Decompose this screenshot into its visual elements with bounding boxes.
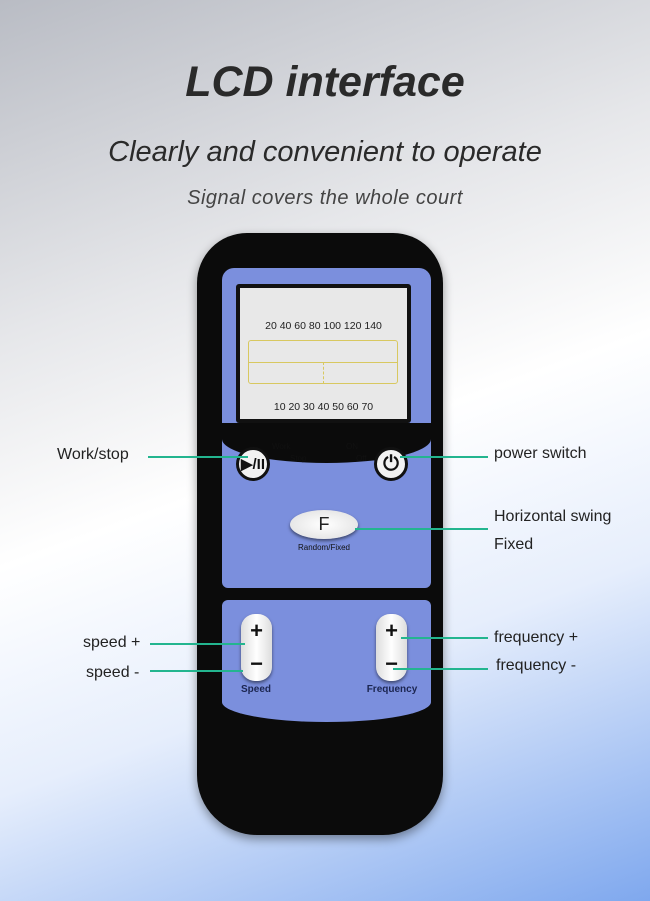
lcd-bottom-scale: 10 20 30 40 50 60 70 (273, 401, 374, 413)
speed-rocker[interactable]: + − (241, 614, 272, 681)
power-icon: ⏻ (383, 452, 399, 475)
callout-line (355, 528, 488, 530)
callout-line (400, 456, 488, 458)
play-pause-icon: ▶/II (240, 456, 266, 473)
tagline: Signal covers the whole court (187, 187, 463, 209)
off-label: Off (356, 454, 367, 463)
callout-line (150, 643, 245, 645)
callout-line (401, 637, 488, 639)
page-title: LCD interface (185, 58, 465, 106)
callout-line (148, 456, 248, 458)
on-label: ON (346, 442, 358, 451)
stop-label: Stop (290, 454, 307, 463)
callout-fixed: Fixed (494, 536, 534, 553)
speed-minus-button[interactable]: − (250, 651, 263, 677)
callout-power-switch: power switch (494, 445, 587, 462)
speed-caption: Speed (240, 684, 271, 695)
frequency-minus-button[interactable]: − (385, 651, 398, 677)
callout-speed-minus: speed - (86, 664, 140, 681)
work-label: Work (272, 442, 291, 451)
callout-line (393, 668, 488, 670)
random-fixed-button[interactable]: F (290, 510, 358, 539)
lcd-top-scale: 20 40 60 80 100 120 140 (265, 320, 382, 332)
callout-frequency-minus: frequency - (496, 657, 577, 674)
callout-frequency-plus: frequency + (494, 629, 579, 646)
speed-plus-button[interactable]: + (250, 617, 263, 643)
subtitle: Clearly and convenient to operate (108, 136, 542, 168)
lcd-screen: 20 40 60 80 100 120 140 10 20 30 40 50 6… (236, 284, 411, 423)
frequency-caption: Frequency (366, 684, 418, 695)
callout-speed-plus: speed + (83, 634, 141, 651)
callout-line (150, 670, 243, 672)
work-stop-button[interactable]: ▶/II (236, 447, 270, 481)
random-fixed-caption: Random/Fixed (297, 543, 351, 552)
frequency-plus-button[interactable]: + (385, 617, 398, 643)
lcd-display-box (248, 340, 398, 384)
power-button[interactable]: ⏻ (374, 447, 408, 481)
callout-work-stop: Work/stop (57, 446, 129, 463)
frequency-rocker[interactable]: + − (376, 614, 407, 681)
callout-horizontal-swing: Horizontal swing (494, 508, 612, 525)
